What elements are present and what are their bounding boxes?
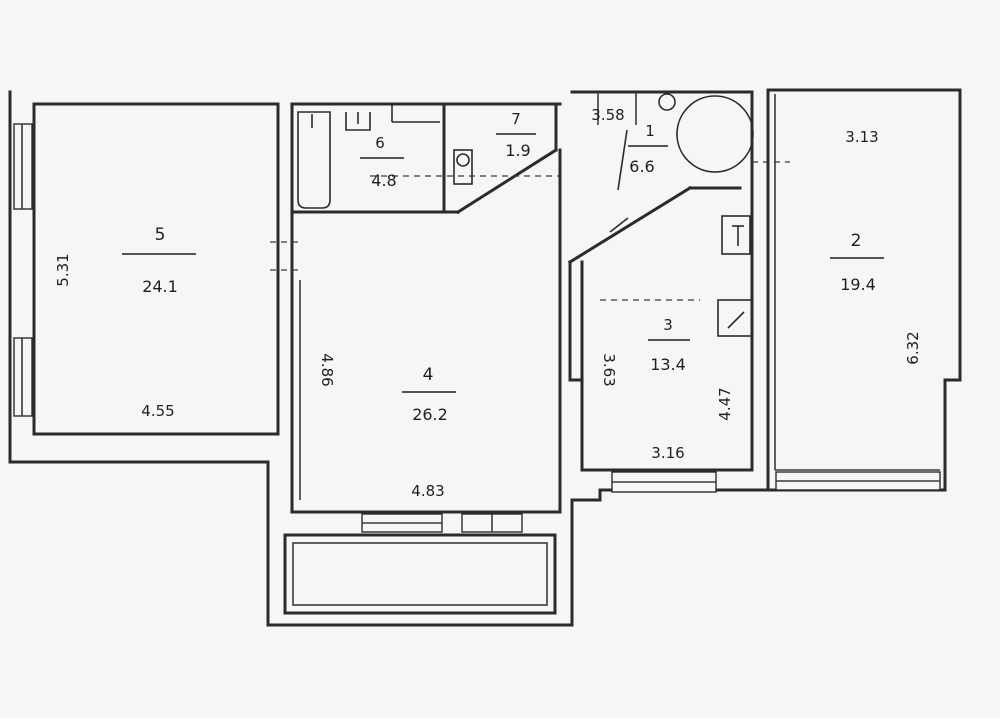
room-3-left-dimension: 3.63 — [600, 353, 618, 386]
room-2-area: 19.4 — [840, 275, 876, 294]
bathtub-icon — [297, 111, 331, 209]
room-5 — [13, 102, 280, 436]
room-1-area: 6.6 — [629, 157, 654, 176]
room-7-area: 1.9 — [505, 141, 530, 160]
room-1 — [567, 90, 790, 472]
room-2 — [766, 88, 941, 492]
small-circle-icon — [658, 93, 676, 111]
room-4-height-dimension: 4.86 — [318, 353, 336, 386]
bathroom-block — [290, 102, 562, 514]
toilet-icon — [453, 149, 473, 185]
sink-icon — [721, 215, 751, 255]
room-3-right-dimension: 4.47 — [716, 387, 734, 420]
room-3-area: 13.4 — [650, 355, 686, 374]
room-2-height-dimension: 6.32 — [904, 331, 922, 364]
window — [13, 337, 33, 417]
room-4-width-dimension: 4.83 — [411, 482, 444, 500]
room-5-number: 5 — [155, 225, 166, 245]
room-1-number: 1 — [645, 122, 655, 140]
room-3-width-dimension: 3.16 — [651, 444, 684, 462]
stove-icon — [717, 299, 753, 337]
room-4-number: 4 — [423, 365, 434, 385]
room-5-area: 24.1 — [142, 277, 178, 296]
room-2-width-dimension: 3.13 — [845, 128, 878, 146]
room-5-height-dimension: 5.31 — [54, 253, 72, 286]
outer-walls — [8, 88, 962, 627]
room-4 — [270, 148, 562, 514]
sink-icon — [345, 112, 371, 131]
balcony — [283, 513, 557, 615]
room-1-width-dimension: 3.58 — [591, 106, 624, 124]
room-6-number: 6 — [375, 134, 385, 152]
room-4-area: 26.2 — [412, 405, 448, 424]
round-shaft-icon — [676, 95, 754, 173]
room-6-area: 4.8 — [371, 171, 396, 190]
room-3-number: 3 — [663, 316, 673, 334]
room-2-number: 2 — [851, 231, 862, 251]
window — [13, 123, 33, 210]
room-3 — [580, 215, 754, 493]
room-7-number: 7 — [511, 110, 521, 128]
room-5-width-dimension: 4.55 — [141, 402, 174, 420]
